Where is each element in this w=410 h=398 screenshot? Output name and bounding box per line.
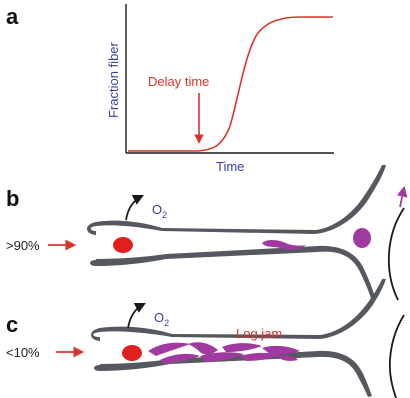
sickle-cell <box>240 352 282 361</box>
sickle-cell <box>222 343 262 352</box>
log-jam-label: Log jam <box>236 326 282 341</box>
sickle-cell <box>278 355 298 361</box>
panel-a-label: a <box>6 4 19 29</box>
sickle-cell <box>160 353 200 364</box>
vessel-outer-wall <box>387 207 405 301</box>
sigmoid-curve <box>128 16 333 152</box>
oxygen-release-arrow <box>125 195 144 221</box>
vessel-outer-wall <box>388 314 405 398</box>
panel-b: b O2 >90% <box>6 165 408 301</box>
capillary-wall-lower <box>90 245 376 301</box>
sickle-cell <box>148 342 190 356</box>
panel-a: a Fraction fiber Time Delay time <box>6 4 334 174</box>
red-blood-cell <box>113 237 133 253</box>
log-jam-cells <box>148 342 300 364</box>
oxygen-label: O2 <box>152 202 167 220</box>
panel-b-label: b <box>6 186 19 211</box>
purple-cell-exit-arrow <box>396 185 408 208</box>
delay-time-label: Delay time <box>148 74 209 89</box>
capillary-wall-upper <box>87 165 386 235</box>
red-blood-cell <box>122 345 142 361</box>
oxygen-label: O2 <box>154 310 169 328</box>
sickle-cell <box>200 352 244 362</box>
sickle-cell <box>262 240 306 250</box>
panel-c-label: c <box>6 312 18 337</box>
oxygen-release-arrow <box>127 303 146 329</box>
flow-percent-label: <10% <box>6 345 40 360</box>
panel-c: c O2 Log jam <10% <box>6 279 405 398</box>
flow-percent-label: >90% <box>6 238 40 253</box>
purple-cell-venule <box>353 228 371 248</box>
x-axis-label: Time <box>216 159 244 174</box>
sickle-cell <box>262 345 300 355</box>
sickle-cell <box>188 342 218 355</box>
y-axis-label: Fraction fiber <box>106 41 121 118</box>
